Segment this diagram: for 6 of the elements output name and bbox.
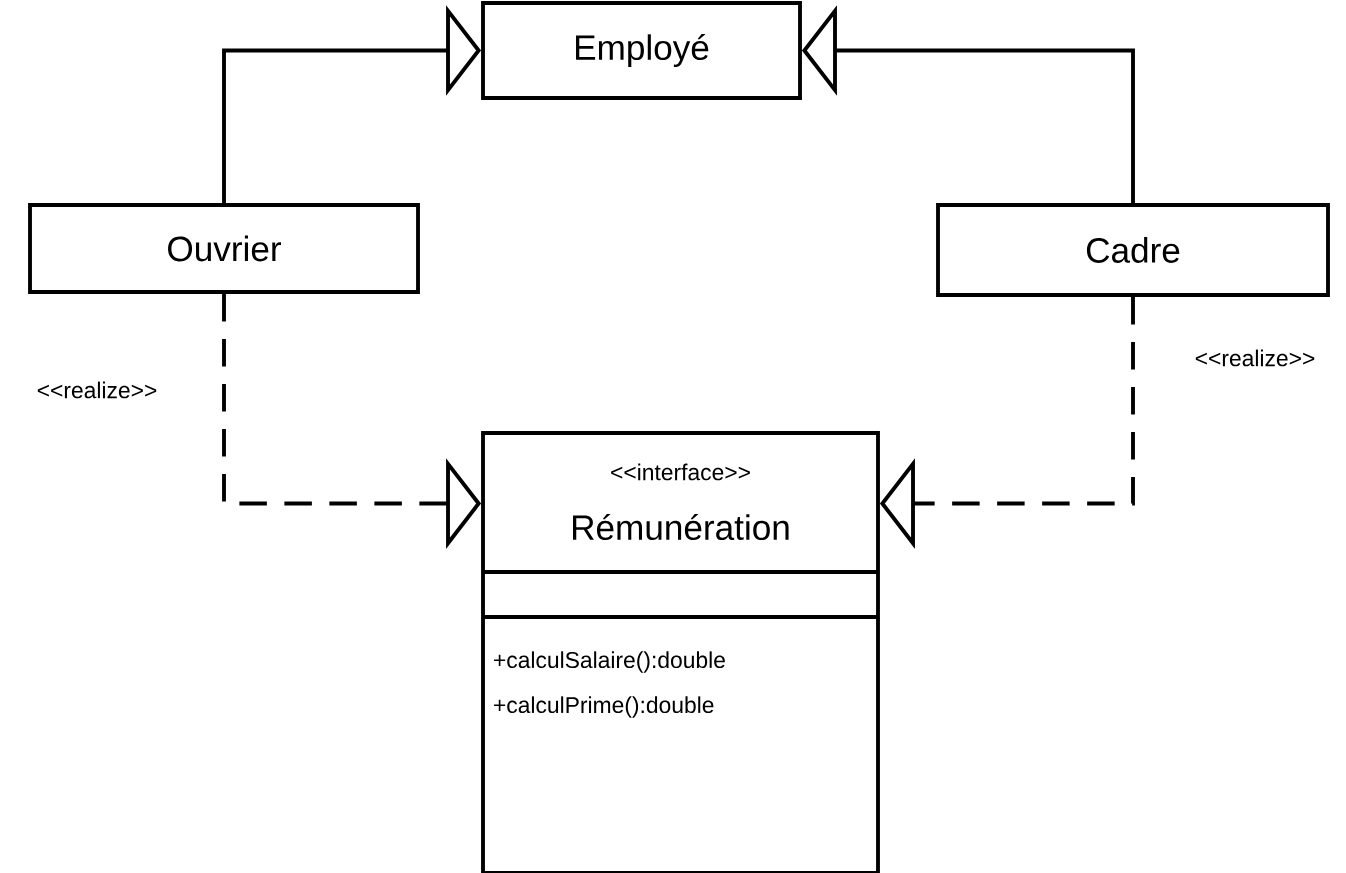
edge-label: <<realize>> [34,379,160,401]
class-box: Cadre [936,203,1330,297]
class-box: Ouvrier [28,203,420,294]
class-box: Employé [481,1,802,100]
interface-class-box: <<interface>> Rémunération +calculSalaire():double +calculPrime():double [481,431,880,873]
edge-label: <<realize>> [1192,347,1318,369]
